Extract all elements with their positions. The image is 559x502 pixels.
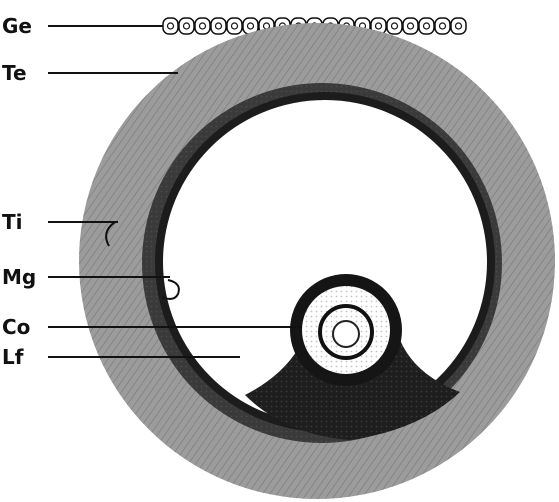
epithelial-cell	[211, 18, 226, 34]
epithelial-cell	[179, 18, 194, 34]
oocyte	[290, 274, 402, 386]
label-co: Co	[2, 315, 30, 339]
epithelial-cell	[419, 18, 434, 34]
nucleus	[333, 321, 359, 347]
label-lf: Lf	[2, 345, 24, 369]
epithelial-cell	[387, 18, 402, 34]
epithelial-cell	[451, 18, 466, 34]
label-ge: Ge	[2, 14, 32, 38]
epithelial-cell	[163, 18, 178, 34]
epithelial-cell	[227, 18, 242, 34]
label-te: Te	[2, 61, 27, 85]
label-ti: Ti	[2, 210, 23, 234]
epithelial-cell	[435, 18, 450, 34]
epithelial-cell	[195, 18, 210, 34]
labels: Ge Te Ti Mg Co Lf	[2, 14, 36, 369]
label-mg: Mg	[2, 265, 36, 289]
epithelial-cell	[403, 18, 418, 34]
